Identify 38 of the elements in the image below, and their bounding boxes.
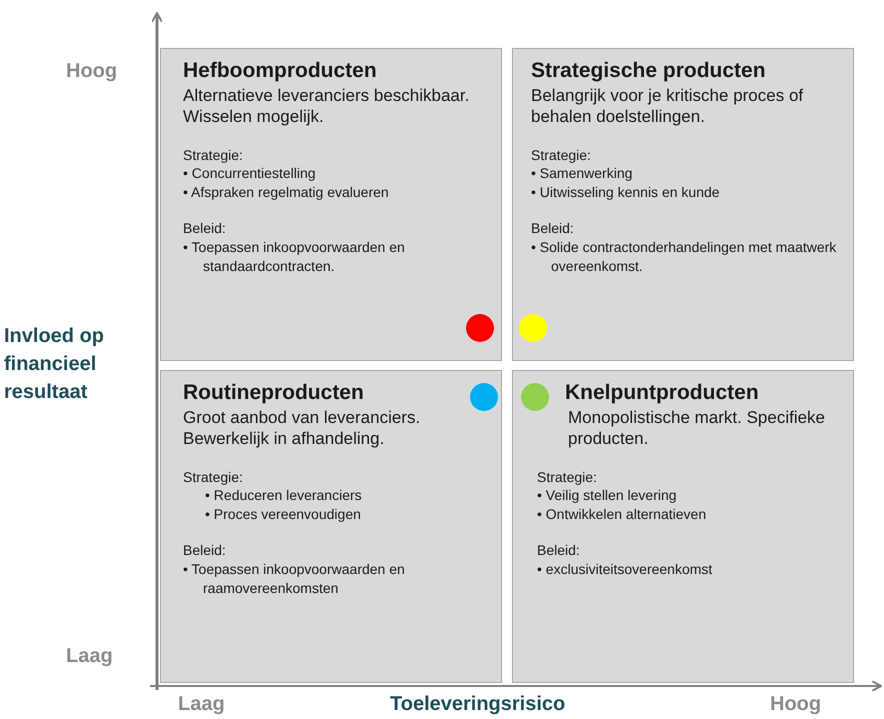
quadrant-box	[512, 370, 854, 683]
quadrant-description: Belangrijk voor je kritische proces of behalen doelstellingen.	[531, 85, 804, 128]
section-label: Strategie:	[183, 468, 244, 486]
axis-label: Laag	[178, 693, 225, 716]
section-label: Beleid:	[183, 541, 227, 560]
bullet-item: • Samenwerking	[531, 164, 634, 183]
quadrant-title: Knelpuntproducten	[565, 381, 760, 405]
axis-label: Invloed op financieel resultaat	[4, 324, 105, 405]
bullet-item: • Uitwisseling kennis en kunde	[531, 182, 720, 202]
quadrant-description: Groot aanbod van leveranciers. Bewerkelijk in afhandeling.	[183, 407, 422, 450]
section-label: Strategie:	[183, 146, 244, 164]
axis-label: Hoog	[66, 60, 118, 83]
quadrant-title: Hefboomproducten	[183, 59, 378, 83]
section-label: Beleid:	[537, 541, 581, 560]
section-label: Beleid:	[531, 219, 575, 238]
quadrant-description: Monopolistische markt. Specifieke producten.	[568, 407, 826, 450]
bullet-item: • Toepassen inkoopvoorwaarden en standaardcontracten.	[183, 238, 406, 276]
quadrant-title: Strategische producten	[531, 59, 767, 83]
bullet-item: • Veilig stellen levering	[537, 486, 677, 505]
section-label: Beleid:	[183, 219, 227, 238]
axis-label: Laag	[66, 645, 113, 668]
bullet-item: • Afspraken regelmatig evalueren	[183, 182, 389, 202]
section-label: Strategie:	[537, 468, 598, 486]
quadrant-title: Routineproducten	[183, 381, 365, 405]
bullet-item: • Ontwikkelen alternatieven	[537, 504, 706, 524]
quadrant-description: Alternatieve leveranciers beschikbaar. Wisselen mogelijk.	[183, 85, 470, 128]
quadrant-box	[160, 48, 502, 361]
bullet-item: • exclusiviteitsovereenkomst	[537, 560, 714, 579]
bullet-item: • Reduceren leveranciers	[205, 486, 362, 505]
section-label: Strategie:	[531, 146, 592, 164]
bullet-item: • Proces vereenvoudigen	[205, 504, 361, 524]
axis-label: Toeleveringsrisico	[390, 693, 566, 716]
quadrant-box	[160, 370, 502, 683]
axis-label: Hoog	[770, 693, 822, 716]
bullet-item: • Solide contractonderhandelingen met maatwerk overeenkomst.	[531, 238, 837, 276]
bullet-item: • Concurrentiestelling	[183, 164, 317, 183]
quadrant-box	[512, 48, 854, 361]
bullet-item: • Toepassen inkoopvoorwaarden en raamovereenkomsten	[183, 560, 406, 598]
